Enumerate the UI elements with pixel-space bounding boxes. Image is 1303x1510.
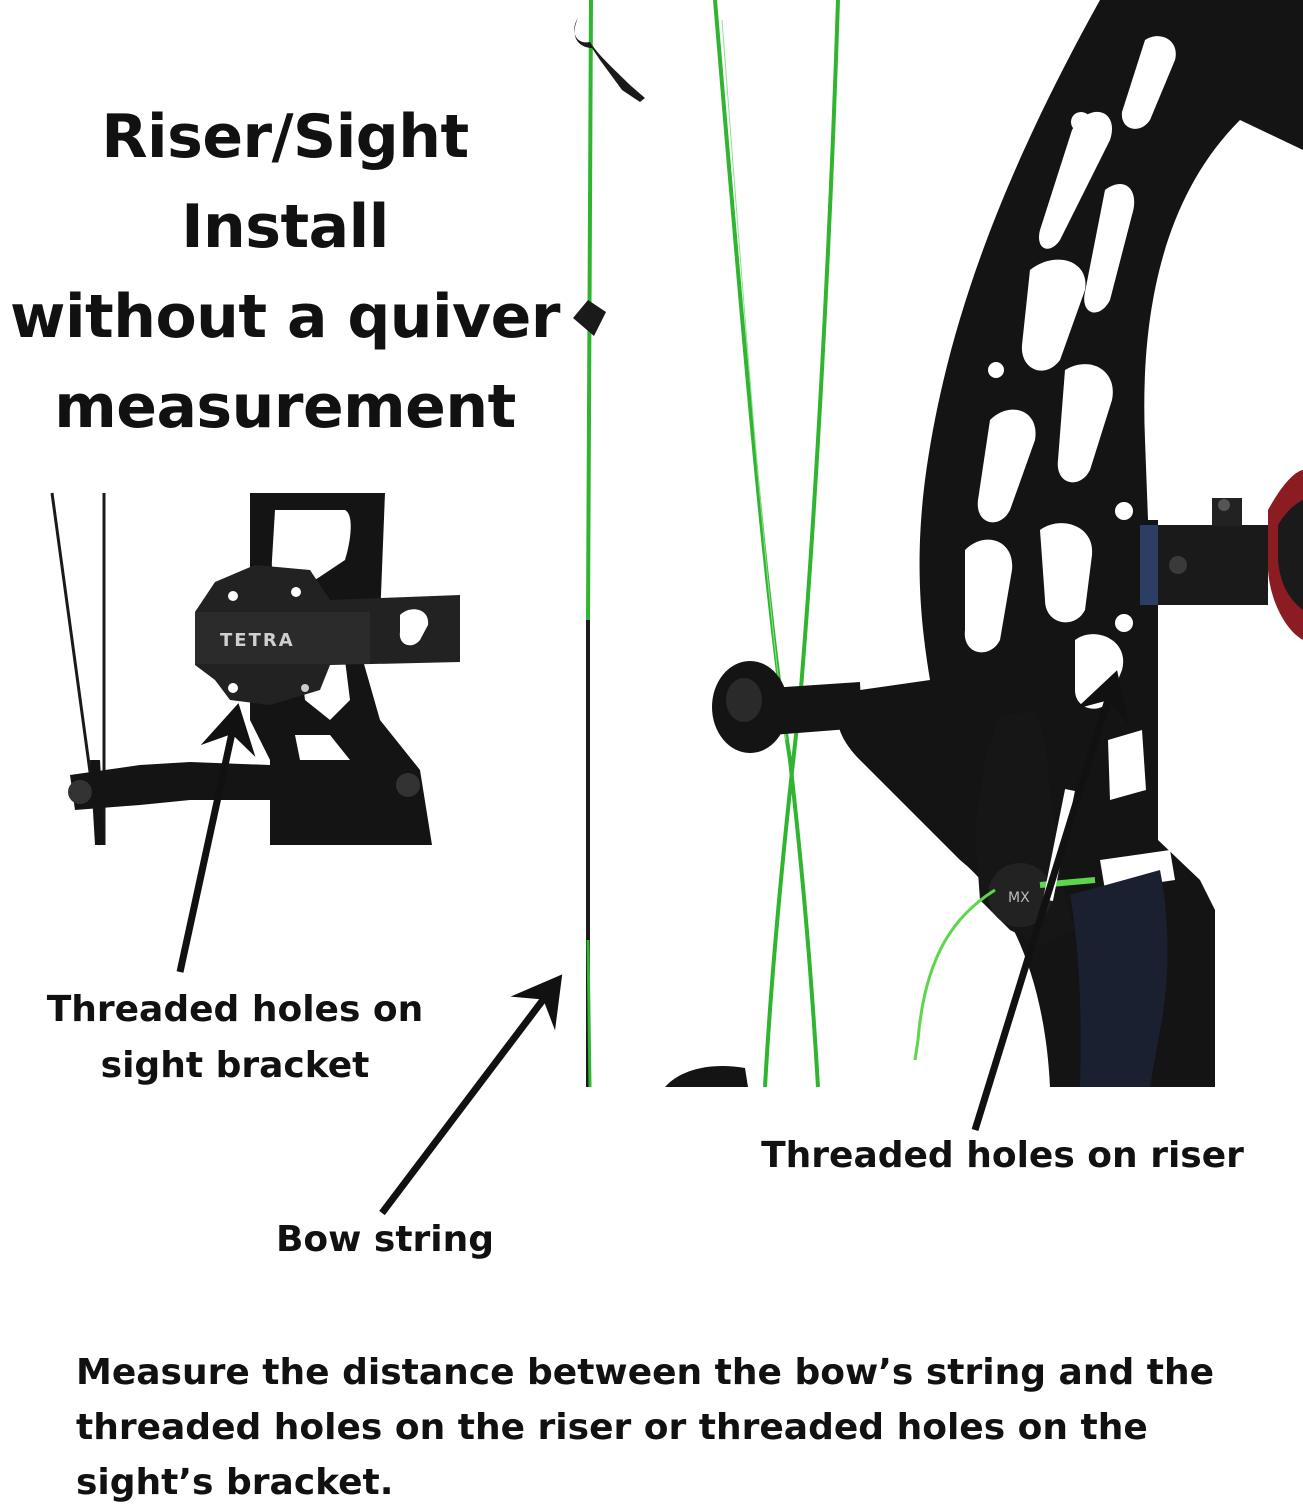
riser-grip [1070,870,1168,1087]
bow-string-main [573,0,645,1087]
instruction-text: Measure the distance between the bow’s s… [76,1345,1276,1510]
page-title: Riser/Sight Install without a quiver mea… [0,92,570,452]
sight-mount [1140,470,1303,640]
label-bow-string: Bow string [260,1212,510,1268]
title-line-3: measurement [0,362,570,452]
label-riser-holes: Threaded holes on riser [755,1128,1250,1184]
title-line-2: without a quiver [0,272,570,362]
rest-brand-text: MX [1008,890,1030,906]
bow-photo: MX [573,0,1303,1087]
sight-bracket-inset: TETRA [45,493,465,845]
title-line-1: Riser/Sight Install [0,92,570,272]
label-sight-line-2: sight bracket [30,1038,440,1094]
label-sight-line-1: Threaded holes on [30,982,440,1038]
bow-cables [715,0,838,1087]
sight-brand-text: TETRA [220,630,295,651]
label-sight-bracket-holes: Threaded holes on sight bracket [30,982,440,1094]
